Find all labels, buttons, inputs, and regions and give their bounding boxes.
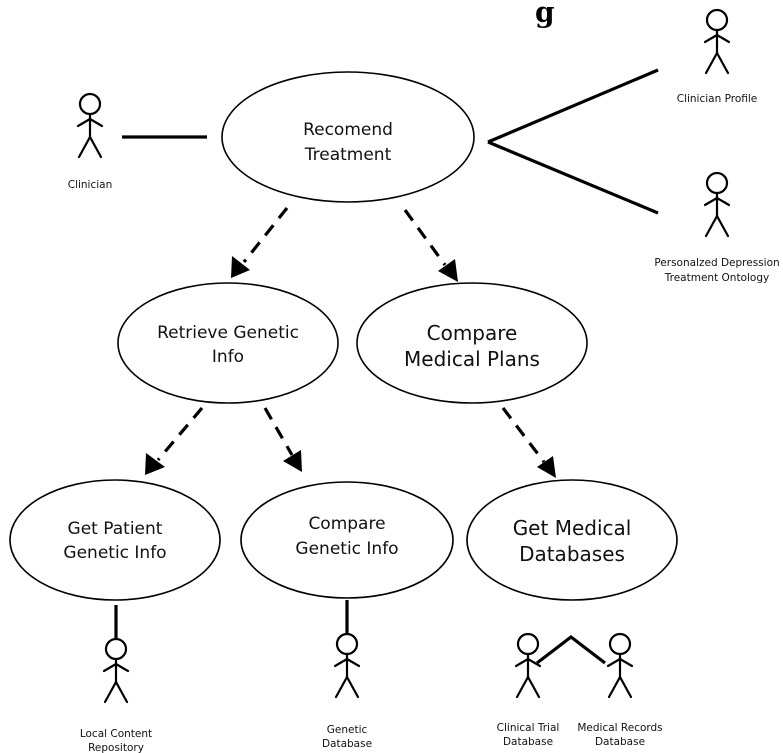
actor-medical-records-database: Medical Records Database bbox=[577, 632, 663, 748]
actor-local-content-repository: Local Content Repository bbox=[80, 637, 152, 753]
usecase-retrieve-genetic-info: Retrieve Genetic Info bbox=[117, 282, 339, 404]
usecase-compare-genetic-line1: Compare bbox=[308, 514, 385, 534]
title-fragment: g bbox=[535, 0, 555, 29]
usecase-get-medical-databases: Get Medical Databases bbox=[466, 479, 678, 601]
usecase-retrieve-line1: Retrieve Genetic bbox=[157, 323, 299, 343]
actor-ontology-label-2: Treatment Ontology bbox=[664, 272, 769, 284]
actor-clinician-label: Clinician bbox=[68, 179, 113, 191]
actor-clinician-profile-label: Clinician Profile bbox=[677, 93, 758, 105]
include-arrow-recommend-compare-plans bbox=[403, 209, 458, 282]
usecase-compare-genetic-info: Compare Genetic Info bbox=[240, 481, 454, 599]
usecase-compare-medical-plans: Compare Medical Plans bbox=[356, 282, 588, 404]
actor-clinical-trial-label-1: Clinical Trial bbox=[497, 722, 560, 734]
include-arrow-retrieve-get-patient bbox=[145, 406, 204, 475]
include-arrow-retrieve-compare-genetic bbox=[263, 407, 302, 472]
usecase-get-patient-line1: Get Patient bbox=[68, 519, 163, 539]
actor-clinician: Clinician bbox=[68, 92, 113, 191]
actor-medical-records-label-1: Medical Records bbox=[577, 722, 662, 734]
actor-clinician-profile: Clinician Profile bbox=[677, 8, 758, 105]
actor-genetic-db-label-2: Database bbox=[322, 738, 372, 750]
usecase-retrieve-line2: Info bbox=[212, 347, 244, 367]
link-recommend-ontology bbox=[487, 140, 659, 215]
actor-clinical-trial-label-2: Database bbox=[503, 736, 553, 748]
actor-clinical-trial-database: Clinical Trial Database bbox=[497, 632, 560, 748]
usecase-compare-plans-line2: Medical Plans bbox=[404, 347, 540, 371]
usecase-get-patient-line2: Genetic Info bbox=[63, 543, 166, 563]
actor-ontology: Personalzed Depression Treatment Ontolog… bbox=[654, 171, 780, 284]
usecase-recommend-line2: Treatment bbox=[304, 145, 392, 165]
actor-genetic-database: Genetic Database bbox=[322, 632, 372, 750]
link-recommend-profile bbox=[487, 68, 659, 144]
include-arrow-compare-plans-databases bbox=[501, 407, 556, 478]
link-databases-actors bbox=[536, 634, 606, 665]
include-arrow-recommend-retrieve bbox=[231, 207, 289, 278]
usecase-compare-genetic-line2: Genetic Info bbox=[295, 539, 398, 559]
actor-genetic-db-label-1: Genetic bbox=[327, 724, 368, 736]
usecase-recommend-treatment: Recomend Treatment bbox=[221, 71, 475, 203]
usecase-get-databases-line2: Databases bbox=[519, 542, 625, 566]
actor-ontology-label-1: Personalzed Depression bbox=[654, 257, 779, 269]
actor-medical-records-label-2: Database bbox=[595, 736, 645, 748]
actor-local-repo-label-1: Local Content bbox=[80, 728, 152, 740]
usecase-compare-plans-line1: Compare bbox=[427, 321, 518, 345]
usecase-recommend-line1: Recomend bbox=[303, 120, 393, 140]
usecase-get-patient-genetic-info: Get Patient Genetic Info bbox=[9, 479, 221, 601]
usecase-get-databases-line1: Get Medical bbox=[513, 516, 632, 540]
actor-local-repo-label-2: Repository bbox=[88, 742, 144, 753]
